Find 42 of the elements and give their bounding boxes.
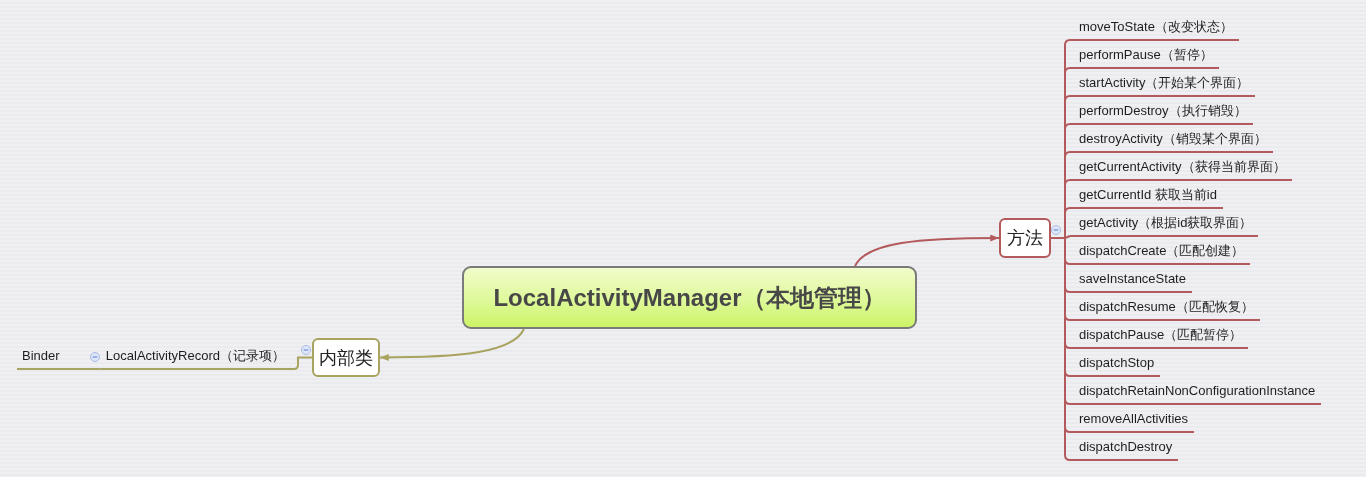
branch-line xyxy=(1064,235,1071,239)
branch-line xyxy=(1064,258,1071,265)
branch-line xyxy=(75,368,101,370)
branch-line xyxy=(1050,44,1066,456)
underlined-topic: dispatchResume（匹配恢复） xyxy=(1070,295,1260,321)
arrow xyxy=(379,328,525,361)
branch-line xyxy=(1064,454,1071,461)
underlined-topic: performPause（暂停） xyxy=(1070,43,1219,69)
underlined-topic: getActivity（根据id获取界面） xyxy=(1070,211,1259,237)
topic-box: 内部类 xyxy=(312,338,380,377)
underlined-topic: dispatchStop xyxy=(1070,351,1161,377)
branch-line xyxy=(1064,398,1071,405)
branch-line xyxy=(1064,95,1071,102)
branch-line xyxy=(1064,151,1071,158)
underlined-topic: dispatchRetainNonConfigurationInstance xyxy=(1070,379,1322,405)
branch-line xyxy=(1064,39,1071,46)
branch-line xyxy=(293,356,313,370)
arrow xyxy=(854,234,1000,267)
underlined-topic: dispatchPause（匹配暂停） xyxy=(1070,323,1249,349)
topic-box: 方法 xyxy=(999,218,1051,258)
branch-line xyxy=(1064,67,1071,74)
central-topic: LocalActivityManager（本地管理） xyxy=(462,266,917,329)
branch-line xyxy=(1064,314,1071,321)
underlined-topic: dispatchDestroy xyxy=(1070,435,1179,461)
underlined-topic: Binder xyxy=(17,344,77,370)
underlined-topic: dispatchCreate（匹配创建） xyxy=(1070,239,1251,265)
branch-line xyxy=(1064,123,1071,130)
underlined-topic: performDestroy（执行销毁） xyxy=(1070,99,1253,125)
underlined-topic: startActivity（开始某个界面） xyxy=(1070,71,1256,97)
underlined-topic: saveInstanceState xyxy=(1070,267,1192,293)
underlined-topic: LocalActivityRecord（记录项） xyxy=(99,344,294,370)
underlined-topic: destroyActivity（销毁某个界面） xyxy=(1070,127,1273,153)
underlined-topic: moveToState（改变状态） xyxy=(1070,15,1239,41)
branch-line xyxy=(1064,342,1071,349)
underlined-topic: getCurrentActivity（获得当前界面） xyxy=(1070,155,1292,181)
underlined-topic: getCurrentId 获取当前id xyxy=(1070,183,1223,209)
branch-line xyxy=(1064,207,1071,214)
branch-line xyxy=(1064,179,1071,186)
branch-line xyxy=(1064,426,1071,433)
branch-line xyxy=(1064,286,1071,293)
underlined-topic: removeAllActivities xyxy=(1070,407,1195,433)
branch-line xyxy=(1064,370,1071,377)
